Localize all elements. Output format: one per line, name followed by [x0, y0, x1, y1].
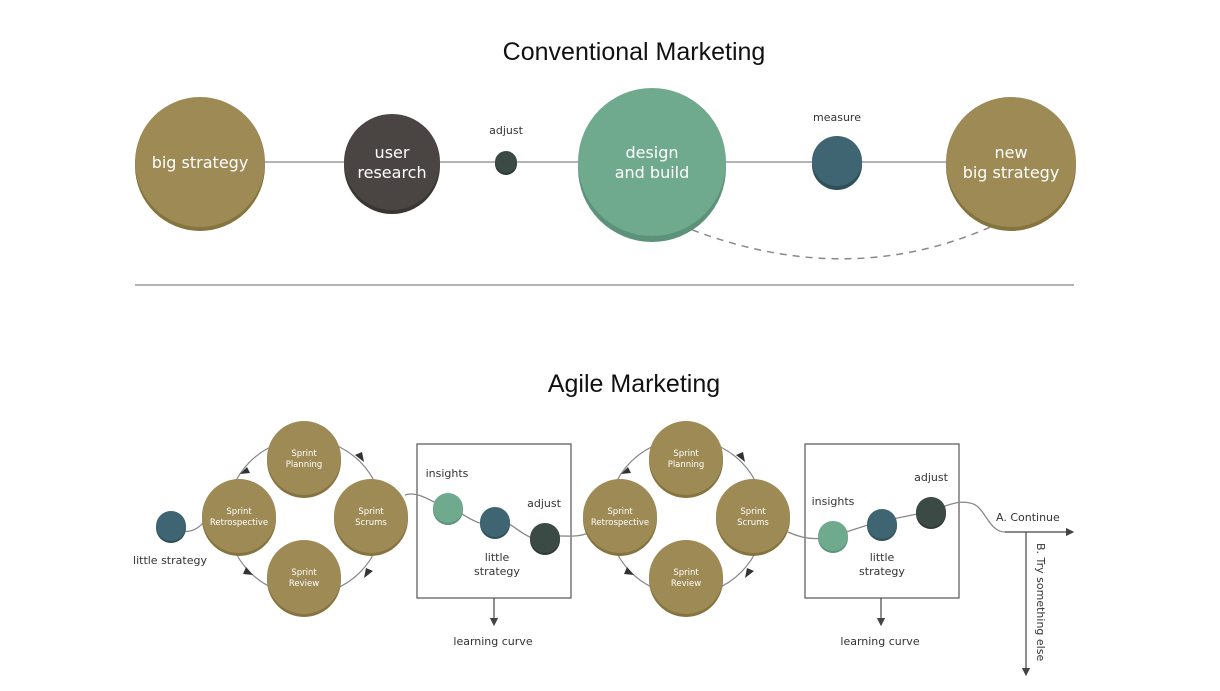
box1-adjust-dot: [530, 523, 560, 555]
cycle2-retro-label-2: Retrospective: [591, 518, 649, 528]
design-build-node: design and build: [578, 88, 726, 242]
box1-insights-label: insights: [426, 467, 469, 480]
conventional-title: Conventional Marketing: [503, 38, 766, 66]
box2-strategy-label-2: strategy: [859, 565, 905, 578]
user-research-node: user research: [344, 114, 440, 214]
cycle2-scrums-label-1: Sprint: [740, 507, 766, 517]
cycle2-planning: Sprint Planning: [649, 421, 723, 498]
cycle2-planning-label-2: Planning: [668, 460, 705, 470]
box2-adjust-dot: [916, 497, 946, 529]
cycle1-review: Sprint Review: [267, 540, 341, 617]
cycle1-scrums: Sprint Scrums: [334, 479, 408, 556]
cycle1-arrow-1: [240, 467, 250, 474]
big-strategy-label: big strategy: [152, 153, 249, 172]
cycle1-retro: Sprint Retrospective: [202, 479, 276, 556]
cycle1-arrow-3: [364, 568, 373, 578]
cycle2-scrums-label-2: Scrums: [737, 518, 769, 528]
design-build-label-2: and build: [615, 163, 690, 182]
box2-frame: [804, 443, 960, 599]
box1-strategy-label-1: little: [485, 551, 510, 564]
box2-strategy-dot: [867, 509, 897, 541]
conventional-adjust-label: adjust: [489, 124, 523, 137]
box1-adjust-label: adjust: [527, 497, 561, 510]
box2-insights-label: insights: [812, 495, 855, 508]
measure-dot: [812, 136, 862, 190]
cycle1-retro-label-1: Sprint: [226, 507, 252, 517]
cycle2-retro-label-1: Sprint: [607, 507, 633, 517]
try-else-label: B. Try something else: [1034, 543, 1047, 661]
cycle2-scrums: Sprint Scrums: [716, 479, 790, 556]
return-dashed-arc: [667, 219, 996, 260]
cycle2-review-label-1: Sprint: [673, 568, 699, 578]
box2-strategy-label-1: little: [870, 551, 895, 564]
cycle2-review: Sprint Review: [649, 540, 723, 617]
cycle1-review-label-1: Sprint: [291, 568, 317, 578]
measure-label: measure: [813, 111, 861, 124]
cycle2-retro: Sprint Retrospective: [583, 479, 657, 556]
cycle2-review-label-2: Review: [671, 579, 701, 589]
cycle1-scrums-label-2: Scrums: [355, 518, 387, 528]
box2-learning-label: learning curve: [840, 635, 919, 648]
new-big-strategy-node: new big strategy: [946, 97, 1076, 231]
cycle1-review-label-2: Review: [289, 579, 319, 589]
start-little-strategy-dot: [156, 511, 186, 543]
cycle1-planning-label-1: Sprint: [291, 449, 317, 459]
cycle1-arrow-2: [355, 452, 364, 462]
continue-label: A. Continue: [996, 511, 1060, 524]
cycle1-arrow-4: [243, 567, 253, 575]
new-big-strategy-label-2: big strategy: [963, 163, 1060, 182]
box1-learning-label: learning curve: [453, 635, 532, 648]
cycle2-arrow-4: [624, 567, 634, 575]
adjust-dot: [495, 151, 517, 175]
user-research-label-1: user: [375, 143, 410, 162]
cycle1-scrums-label-1: Sprint: [358, 507, 384, 517]
cycle1-planning: Sprint Planning: [267, 421, 341, 498]
cycle2-arrow-3: [745, 568, 754, 578]
box2-adjust-label: adjust: [914, 471, 948, 484]
cycle2-arrow-1: [621, 467, 631, 474]
design-build-label-1: design: [625, 143, 678, 162]
cycle2-planning-label-1: Sprint: [673, 449, 699, 459]
box1-insights-dot: [433, 493, 463, 525]
box1-strategy-dot: [480, 507, 510, 539]
cycle2-arrow-2: [736, 452, 745, 462]
new-big-strategy-label-1: new: [994, 143, 1027, 162]
cycle1-planning-label-2: Planning: [286, 460, 323, 470]
box1-strategy-label-2: strategy: [474, 565, 520, 578]
big-strategy-node: big strategy: [135, 97, 265, 231]
start-little-strategy-label: little strategy: [133, 554, 207, 567]
box2-insights-dot: [818, 521, 848, 553]
agile-title: Agile Marketing: [548, 370, 720, 398]
cycle1-retro-label-2: Retrospective: [210, 518, 268, 528]
user-research-label-2: research: [357, 163, 426, 182]
